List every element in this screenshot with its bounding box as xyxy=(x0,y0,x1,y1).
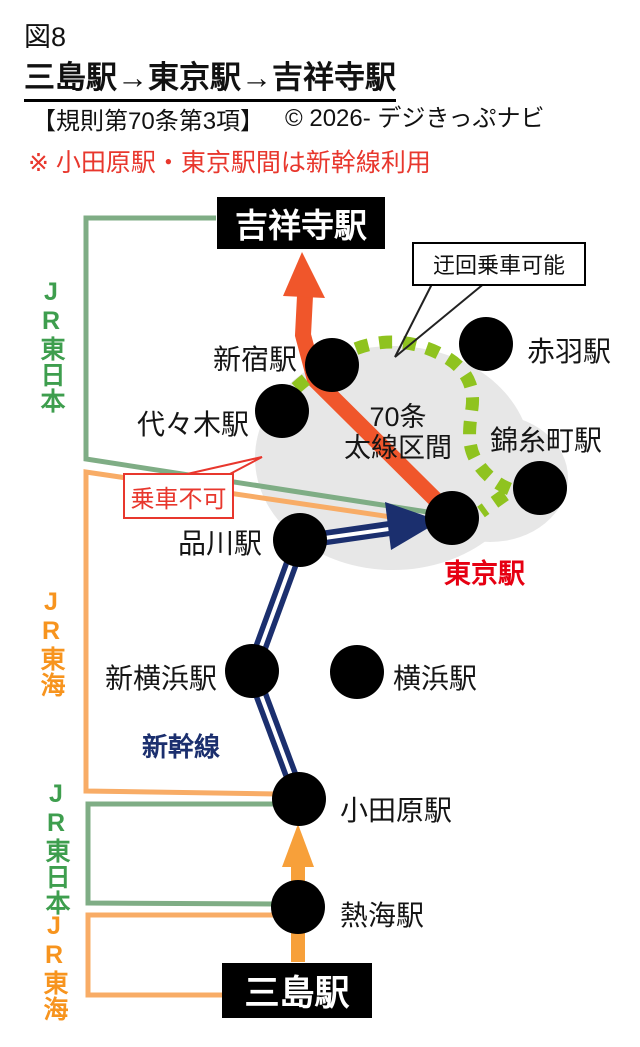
station-label-kinshicho: 錦糸町駅 xyxy=(490,425,603,456)
station-node-odawara xyxy=(272,772,326,826)
jr-east-upper-label: JR東日本 xyxy=(37,278,65,414)
jr-central-lower-line xyxy=(85,912,275,998)
no-ride-callout: 乗車不可 xyxy=(123,473,234,519)
station-label-shin-yokohama: 新横浜駅 xyxy=(105,663,218,694)
station-label-shinagawa: 品川駅 xyxy=(178,528,263,559)
jr-east-lower-label: JR東日本 xyxy=(42,780,70,916)
station-node-yokohama xyxy=(330,645,384,699)
station-node-tokyo xyxy=(425,491,479,545)
station-node-yoyogi xyxy=(255,384,309,438)
page-title: 三島駅→東京駅→吉祥寺駅 xyxy=(24,52,396,102)
jr-central-upper-label: JR東海 xyxy=(37,588,65,698)
jr-central-upper-line xyxy=(83,469,433,797)
shinkansen-note: ※ 小田原駅・東京駅間は新幹線利用 xyxy=(28,149,431,177)
jr-east-upper-line xyxy=(83,215,435,516)
detour-pointer xyxy=(394,281,487,358)
station-label-tokyo: 東京駅 xyxy=(444,559,525,589)
zone-label-line2: 太線区間 xyxy=(344,433,452,463)
station-node-shinagawa xyxy=(273,513,327,567)
shinkansen-arrowhead xyxy=(385,502,440,550)
detour-route-dashed xyxy=(291,335,527,518)
detour-allowed-label: 迂回乗車可能 xyxy=(432,253,565,278)
station-node-kinshicho xyxy=(513,461,567,515)
station-node-akabane xyxy=(459,317,513,371)
copyright-text: © 2026- デジきっぷナビ xyxy=(285,105,545,132)
zone-label-line1: 70条 xyxy=(369,402,427,432)
local-arrowhead xyxy=(282,824,314,867)
figure-label: 図8 xyxy=(24,22,67,52)
kichijoji-terminal-box: 吉祥寺駅 xyxy=(217,197,385,249)
station-node-shinjuku xyxy=(305,338,359,392)
station-label-odawara: 小田原駅 xyxy=(340,795,453,826)
station-label-shinjuku: 新宿駅 xyxy=(213,344,298,375)
station-label-atami: 熱海駅 xyxy=(340,900,425,931)
station-node-shin-yokohama xyxy=(225,644,279,698)
rule-reference: 【規則第70条第3項】 xyxy=(32,108,265,135)
shinkansen-label: 新幹線 xyxy=(142,732,221,762)
station-label-yoyogi: 代々木駅 xyxy=(137,409,250,440)
jr-central-lower-label: JR東海 xyxy=(40,912,68,1022)
detour-allowed-callout: 迂回乗車可能 xyxy=(412,242,586,286)
station-node-atami xyxy=(271,880,325,934)
mishima-terminal-box: 三島駅 xyxy=(222,963,372,1018)
jr-east-lower-line xyxy=(85,801,277,907)
kichijoji-label: 吉祥寺駅 xyxy=(235,207,367,244)
station-label-akabane: 赤羽駅 xyxy=(527,336,612,367)
no-ride-label: 乗車不可 xyxy=(130,485,227,513)
no-ride-pointer xyxy=(186,456,263,476)
mishima-label: 三島駅 xyxy=(244,974,350,1013)
station-label-yokohama: 横浜駅 xyxy=(393,663,478,694)
